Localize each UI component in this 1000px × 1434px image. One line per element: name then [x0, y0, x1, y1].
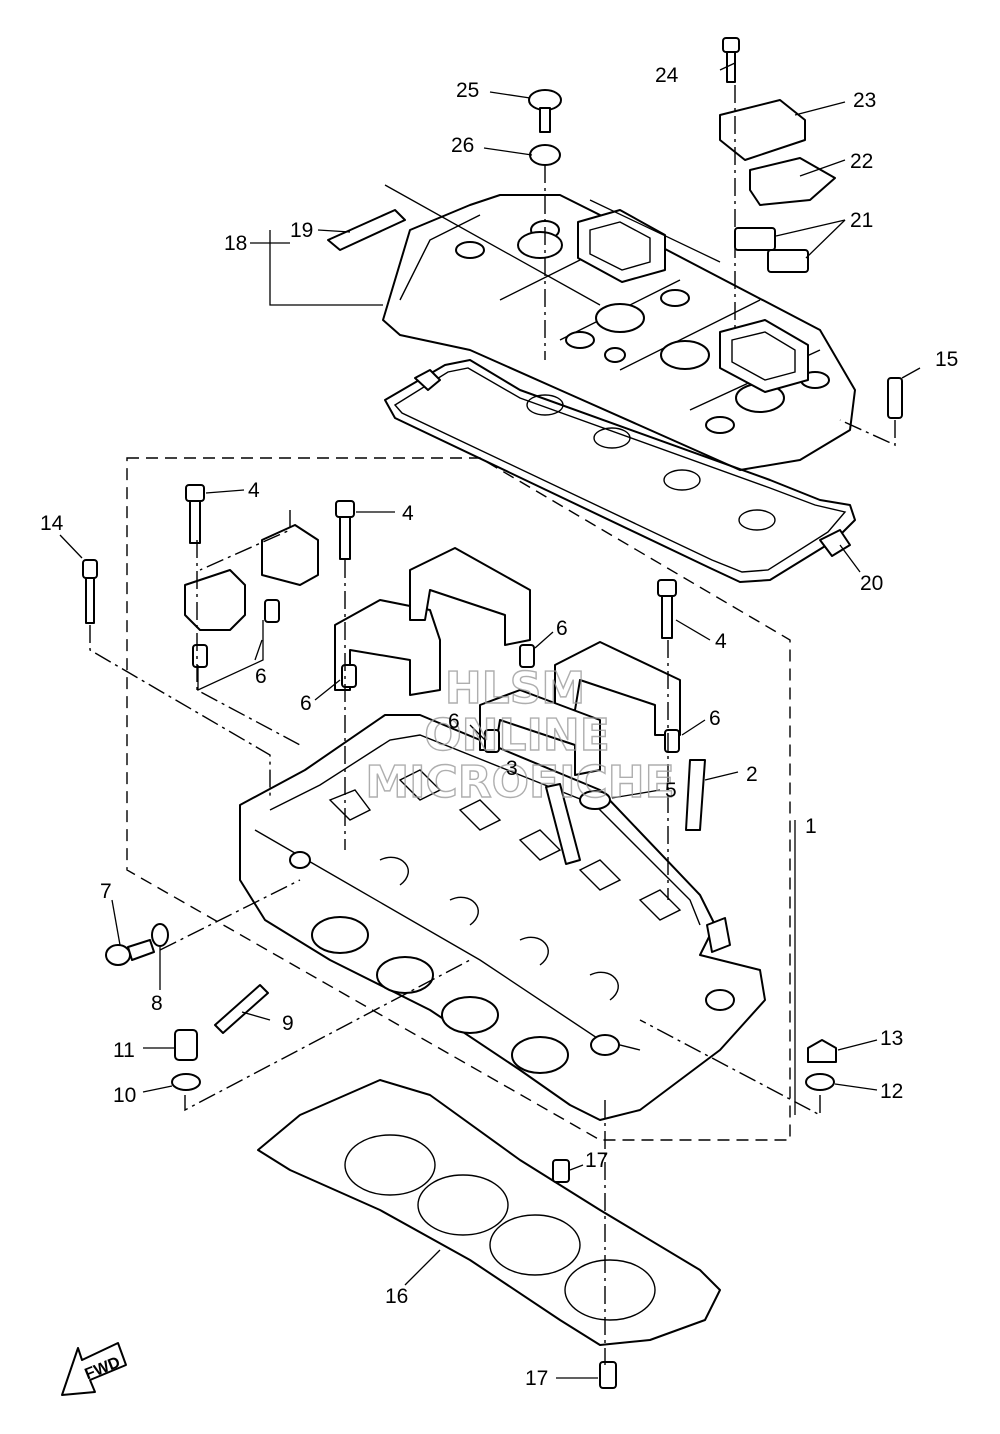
callout-23: 23 [853, 89, 876, 112]
watermark-line-1: HLSM [445, 663, 585, 714]
callout-2: 2 [746, 763, 758, 786]
callout-7: 7 [100, 880, 112, 903]
callout-26: 26 [451, 134, 474, 157]
callout-18: 18 [224, 232, 247, 255]
watermark-line-3: MICROFICHE [365, 757, 674, 808]
leader-lines [59, 62, 921, 1379]
callout-21: 21 [850, 209, 873, 232]
cylinder-head [239, 714, 766, 1121]
callout-4-left: 4 [248, 479, 260, 502]
valve-cover [382, 194, 856, 471]
callout-22: 22 [850, 150, 873, 173]
head-gasket [257, 1079, 721, 1346]
callout-20: 20 [860, 572, 883, 595]
watermark-line-2: ONLINE [424, 710, 610, 761]
callout-4-right: 4 [715, 630, 727, 653]
assembly-lines [89, 85, 896, 1365]
callout-25: 25 [456, 79, 479, 102]
watermark: HLSM ONLINE MICROFICHE [365, 662, 676, 808]
callout-16: 16 [385, 1285, 408, 1308]
callout-6-e: 6 [709, 707, 721, 730]
callout-6-c: 6 [300, 692, 312, 715]
callout-14: 14 [40, 512, 64, 535]
callout-19: 19 [290, 219, 313, 242]
callout-3: 3 [506, 757, 518, 780]
forward-direction-marker: FWD [61, 1342, 127, 1396]
callout-labels: 1 2 3 4 4 4 5 6 6 6 6 6 7 8 9 10 11 12 1… [40, 64, 958, 1390]
callout-17-upper: 17 [585, 1149, 608, 1172]
camshaft-caps [184, 524, 681, 776]
callout-24: 24 [655, 64, 679, 87]
callout-10: 10 [113, 1084, 136, 1107]
callout-17-lower: 17 [525, 1367, 548, 1390]
callout-6-b: 6 [255, 665, 267, 688]
valve-cover-gasket [384, 359, 856, 583]
small-parts [82, 37, 903, 1389]
callout-8: 8 [151, 992, 163, 1015]
callout-12: 12 [880, 1080, 903, 1103]
callout-9: 9 [282, 1012, 294, 1035]
callout-6-d: 6 [448, 710, 460, 733]
callout-13: 13 [880, 1027, 903, 1050]
callout-11: 11 [113, 1039, 135, 1062]
callout-4-center: 4 [402, 502, 414, 525]
callout-1: 1 [805, 815, 817, 838]
callout-6-a: 6 [556, 617, 568, 640]
callout-5: 5 [665, 779, 677, 802]
callout-15: 15 [935, 348, 958, 371]
